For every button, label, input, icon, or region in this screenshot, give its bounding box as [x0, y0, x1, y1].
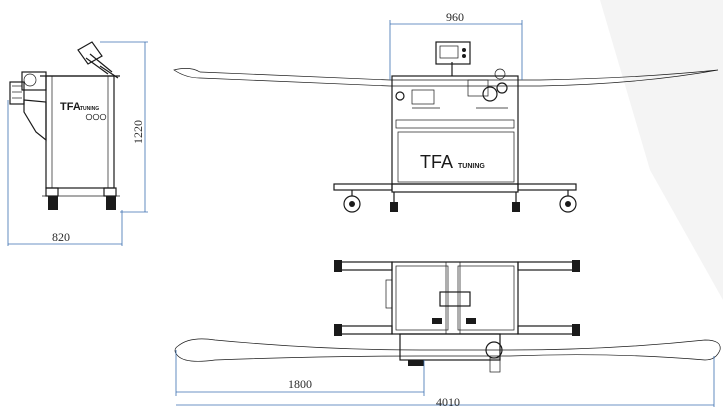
front-ski — [173, 68, 719, 87]
side-view: TFA TUNING — [9, 41, 120, 210]
top-ski — [174, 338, 721, 362]
side-guard — [23, 99, 47, 142]
front-foot-left — [390, 202, 398, 212]
front-logo-sub: TUNING — [458, 163, 485, 170]
side-motor-housing — [9, 81, 25, 105]
top-body — [391, 261, 519, 335]
top-arm-left-upper — [337, 261, 393, 271]
dim-side-depth-label: 820 — [52, 230, 70, 244]
front-control-screen — [435, 41, 471, 65]
dim-front-width-label: 960 — [446, 10, 464, 24]
top-control — [439, 291, 471, 307]
side-logo-main: TFA — [60, 101, 81, 113]
front-arm-left — [333, 183, 393, 191]
front-foot-right — [512, 202, 520, 212]
top-arm-right-lower — [517, 325, 577, 335]
side-leg-left — [45, 187, 59, 197]
side-logo-ring — [85, 113, 93, 121]
dim-total-span: 4010 — [176, 356, 715, 407]
dim-half-span: 1800 — [175, 350, 425, 396]
dim-front-width: 960 — [389, 10, 523, 80]
front-arm-right — [517, 183, 577, 191]
front-panel-band — [395, 119, 515, 129]
front-roller-right — [482, 86, 498, 102]
dim-side-height-label: 1220 — [131, 120, 145, 144]
dim-total-span-label: 4010 — [436, 395, 460, 407]
front-base — [391, 183, 519, 193]
background-watermark — [600, 0, 723, 300]
front-view: TFA TUNING — [173, 41, 719, 213]
side-motor — [21, 71, 47, 91]
top-lower-housing — [399, 333, 501, 361]
side-logo-ring — [92, 113, 100, 121]
dim-half-span-label: 1800 — [288, 377, 312, 391]
side-cabinet — [45, 75, 115, 189]
top-arm-left-lower — [337, 325, 393, 335]
side-logo-ring — [99, 113, 107, 121]
top-view — [174, 260, 721, 373]
dim-side-height: 1220 — [100, 41, 148, 213]
side-control-panel — [77, 41, 103, 65]
side-foot-right — [106, 196, 116, 210]
dim-side-depth: 820 — [7, 100, 123, 246]
side-foot-left — [48, 196, 58, 210]
front-lower-panel — [397, 131, 515, 183]
front-logo-main: TFA — [420, 152, 453, 172]
top-arm-right-upper — [517, 261, 577, 271]
front-roller-left — [395, 91, 405, 101]
side-leg-right — [103, 187, 117, 197]
side-logo-sub: TUNING — [80, 106, 99, 112]
